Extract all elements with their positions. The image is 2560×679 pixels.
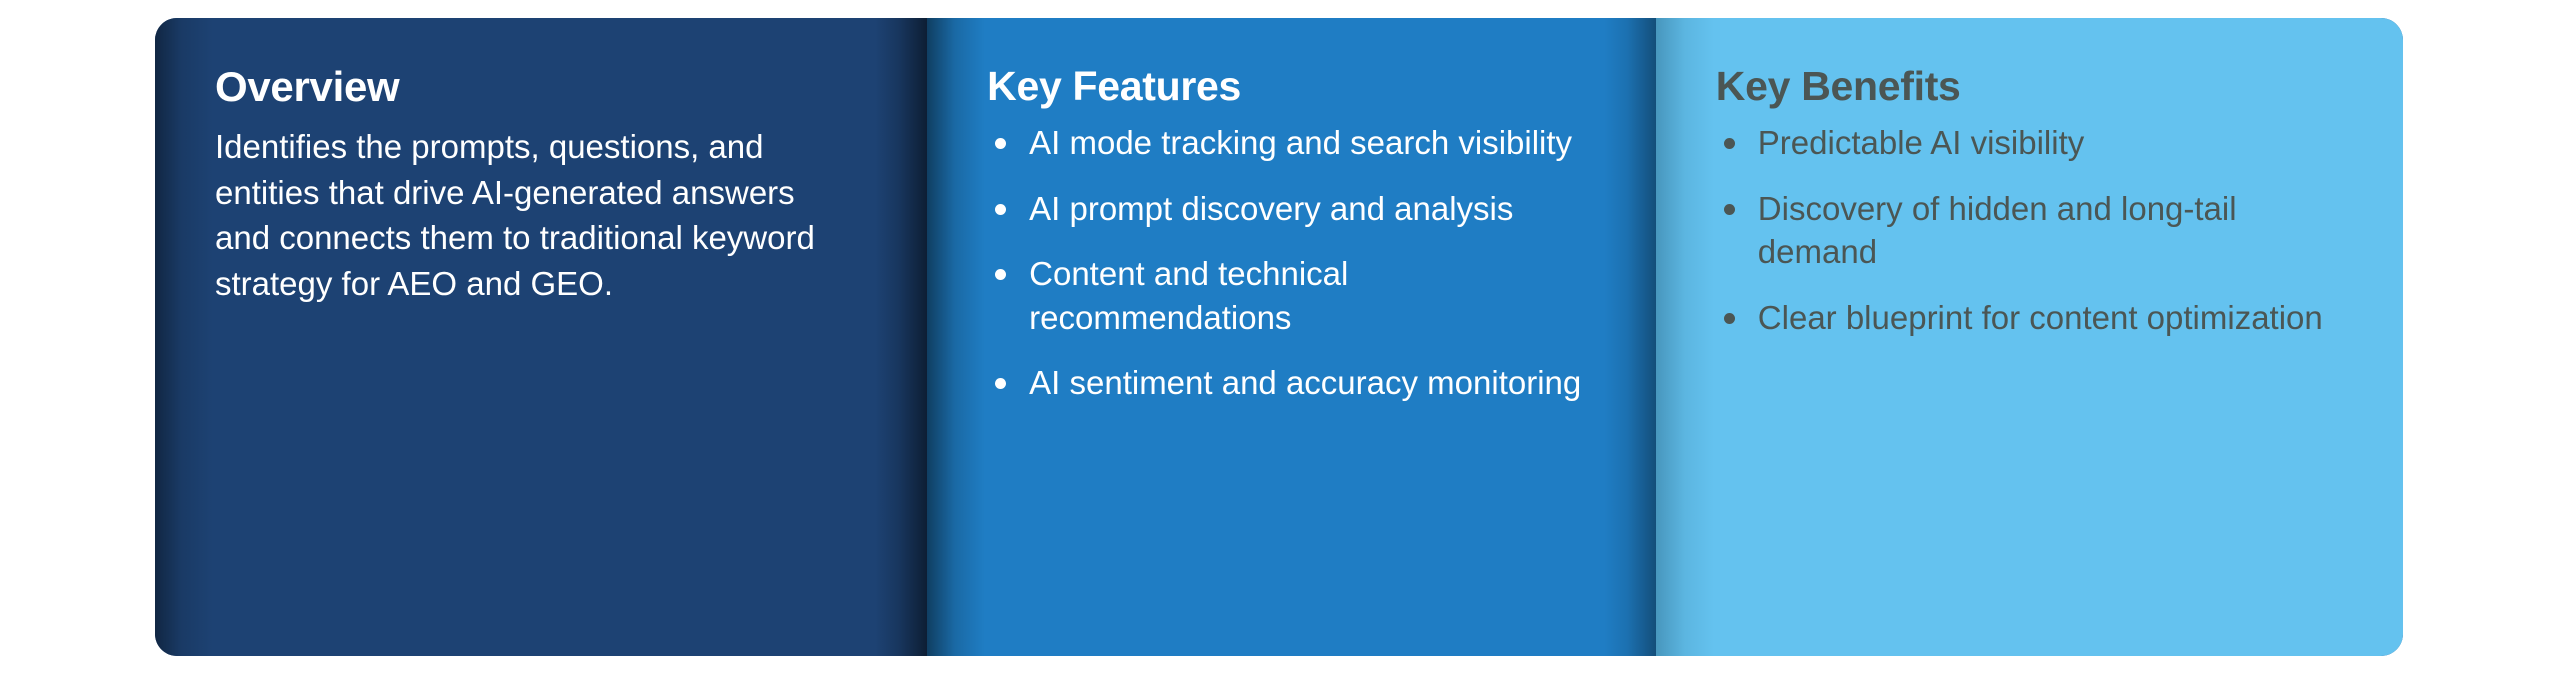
- bullet-dot-icon: [1723, 138, 1735, 150]
- panel-key-benefits-content: Key Benefits Predictable AI visibility D…: [1715, 63, 2343, 339]
- panel-key-features: Key Features AI mode tracking and search…: [927, 18, 1656, 656]
- bullet-dot-icon: [995, 269, 1007, 281]
- bullet-dot-icon: [995, 138, 1007, 150]
- list-item-label: Predictable AI visibility: [1757, 124, 2085, 162]
- bullet-dot-icon: [1723, 203, 1735, 215]
- key-benefits-list: Predictable AI visibility Discovery of h…: [1716, 121, 2343, 339]
- list-item: Content and technical recommendations: [987, 252, 1596, 339]
- list-item: AI prompt discovery and analysis: [987, 187, 1596, 231]
- bullet-dot-icon: [1723, 312, 1735, 324]
- list-item: Predictable AI visibility: [1716, 121, 2343, 165]
- panel-key-benefits-title: Key Benefits: [1715, 63, 1961, 109]
- bullet-dot-icon: [995, 378, 1007, 390]
- panel-overview-title: Overview: [215, 63, 400, 110]
- list-item-label: Content and technical recommendations: [1029, 255, 1349, 336]
- list-item-label: AI prompt discovery and analysis: [1029, 189, 1514, 227]
- panel-overview-content: Overview Identifies the prompts, questio…: [215, 63, 867, 306]
- list-item: Clear blueprint for content optimization: [1716, 296, 2343, 340]
- key-features-list: AI mode tracking and search visibility A…: [987, 121, 1596, 405]
- list-item-label: Discovery of hidden and long-tail demand: [1757, 189, 2237, 271]
- list-item-label: AI mode tracking and search visibility: [1029, 124, 1573, 162]
- list-item: Discovery of hidden and long-tail demand: [1716, 187, 2343, 274]
- list-item-label: Clear blueprint for content optimization: [1757, 298, 2323, 336]
- bullet-dot-icon: [995, 203, 1007, 215]
- list-item-label: AI sentiment and accuracy monitoring: [1029, 364, 1582, 402]
- list-item: AI sentiment and accuracy monitoring: [987, 361, 1596, 405]
- three-panel-card: Overview Identifies the prompts, questio…: [155, 18, 2403, 656]
- panel-key-benefits: Key Benefits Predictable AI visibility D…: [1655, 18, 2403, 656]
- list-item: AI mode tracking and search visibility: [987, 121, 1596, 165]
- panel-overview: Overview Identifies the prompts, questio…: [155, 18, 928, 656]
- panel-overview-body: Identifies the prompts, questions, and e…: [215, 128, 815, 302]
- panel-key-features-title: Key Features: [987, 63, 1242, 109]
- panel-key-features-content: Key Features AI mode tracking and search…: [987, 63, 1596, 405]
